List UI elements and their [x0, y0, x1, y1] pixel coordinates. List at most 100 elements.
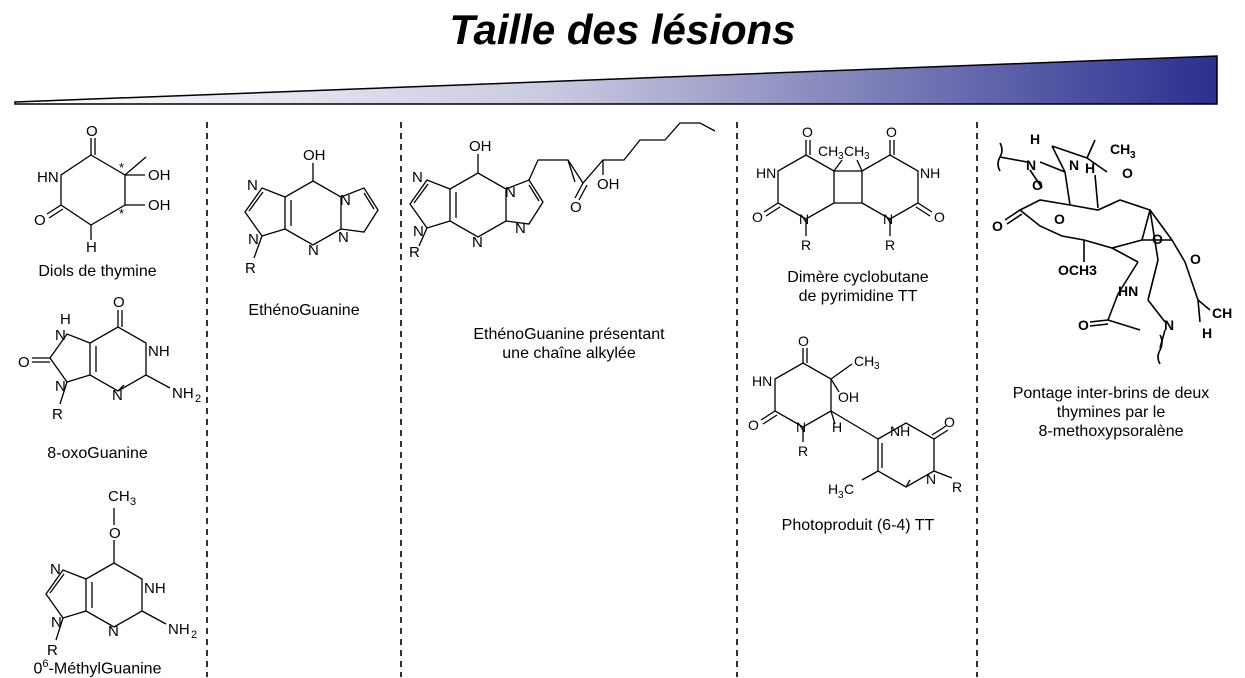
- svg-text:N: N: [248, 231, 259, 248]
- atoms-ethenoguanine: OH N N N N N R: [245, 147, 351, 277]
- svg-text:O: O: [1190, 251, 1201, 267]
- svg-text:2: 2: [195, 393, 201, 405]
- svg-text:H: H: [86, 239, 97, 256]
- svg-text:OH: OH: [838, 389, 859, 405]
- svg-text:H: H: [828, 481, 838, 497]
- svg-text:O: O: [1122, 165, 1133, 181]
- atoms-o6-methylguanine: CH 3 O N NH N N NH 2 R: [47, 488, 197, 659]
- label-thymine-diol: Diols de thymine: [38, 263, 157, 280]
- svg-text:O: O: [1078, 317, 1089, 333]
- column-dividers: [206, 122, 978, 677]
- atoms-psoralen-crosslink: H CH 3 N O O N H O O O O OCH3 HN O N CH …: [992, 131, 1232, 341]
- svg-text:N: N: [108, 623, 119, 640]
- svg-text:R: R: [798, 443, 808, 459]
- label-ethenoguanine: EthénoGuanine: [248, 302, 360, 319]
- svg-text:N: N: [338, 229, 349, 246]
- label-8-oxoguanine: 8-oxoGuanine: [47, 445, 148, 462]
- svg-text:N: N: [1026, 157, 1036, 173]
- svg-text:3: 3: [1130, 150, 1136, 161]
- svg-text:N: N: [340, 192, 351, 209]
- svg-text:3: 3: [864, 151, 870, 162]
- svg-text:O: O: [109, 525, 121, 542]
- svg-text:NH: NH: [168, 621, 190, 638]
- svg-text:H: H: [60, 311, 71, 328]
- svg-text:R: R: [409, 244, 420, 261]
- svg-text:O: O: [992, 218, 1003, 234]
- svg-text:O: O: [944, 414, 955, 430]
- svg-text:C: C: [844, 481, 854, 497]
- svg-text:CH: CH: [818, 143, 838, 159]
- svg-text:N: N: [413, 223, 424, 240]
- svg-text:3: 3: [874, 361, 880, 372]
- svg-text:N: N: [472, 234, 483, 251]
- svg-text:NH: NH: [172, 385, 194, 402]
- svg-text:H: H: [1030, 131, 1040, 147]
- atoms-cyclobutane-dimer: O O CH 3 CH 3 HN NH O O N N R R: [752, 124, 945, 253]
- svg-text:R: R: [801, 237, 811, 253]
- svg-text:O: O: [570, 199, 582, 216]
- atoms-8-oxoguanine: O H N O NH N N NH 2 R: [18, 294, 201, 423]
- svg-text:OH: OH: [597, 176, 620, 193]
- svg-text:OH: OH: [303, 147, 326, 164]
- svg-text:CH: CH: [1110, 141, 1130, 157]
- svg-text:R: R: [245, 260, 256, 277]
- svg-text:2: 2: [191, 629, 197, 641]
- label-cyclobutane-dimer: Dimère cyclobutane de pyrimidine TT: [787, 269, 929, 305]
- svg-text:N: N: [51, 614, 62, 631]
- svg-text:O: O: [752, 209, 763, 225]
- svg-text:N: N: [883, 211, 893, 227]
- svg-text:O: O: [798, 333, 809, 349]
- svg-text:CH: CH: [1212, 305, 1232, 321]
- svg-text:N: N: [796, 419, 806, 435]
- svg-text:O: O: [748, 417, 759, 433]
- svg-text:O: O: [1054, 211, 1065, 227]
- svg-text:3: 3: [838, 490, 844, 501]
- svg-text:HN: HN: [756, 165, 776, 181]
- svg-text:NH: NH: [920, 165, 940, 181]
- svg-text:N: N: [505, 184, 516, 201]
- structure-cyclobutane-dimer: [763, 140, 933, 236]
- svg-text:HN: HN: [752, 373, 772, 389]
- svg-text:N: N: [1069, 157, 1079, 173]
- structure-ethenoguanine: [244, 163, 379, 259]
- svg-text:*: *: [119, 160, 124, 175]
- svg-text:O: O: [802, 124, 813, 140]
- svg-text:N: N: [247, 177, 258, 194]
- structure-alkyl-ethenoguanine: [409, 122, 716, 247]
- structure-6-4-photoproduct: [760, 348, 953, 488]
- svg-text:H: H: [1085, 160, 1095, 176]
- svg-text:O: O: [886, 124, 897, 140]
- svg-text:N: N: [55, 327, 66, 344]
- svg-text:O: O: [86, 123, 98, 140]
- atoms-6-4-photoproduct: O CH 3 HN OH O N H R NH O N R H 3 C: [748, 333, 962, 501]
- svg-text:O: O: [1152, 231, 1163, 247]
- svg-text:R: R: [885, 237, 895, 253]
- svg-text:CH: CH: [854, 353, 874, 369]
- svg-text:*: *: [119, 206, 124, 221]
- svg-text:R: R: [52, 406, 63, 423]
- svg-text:N: N: [412, 169, 423, 186]
- atoms-thymine-diol: O HN OH OH O H * *: [34, 123, 171, 256]
- svg-text:OH: OH: [469, 138, 492, 155]
- svg-text:NH: NH: [890, 423, 910, 439]
- structure-o6-methylguanine: [45, 508, 167, 641]
- svg-text:NH: NH: [148, 343, 170, 360]
- svg-text:OCH3: OCH3: [1058, 262, 1097, 278]
- svg-text:CH: CH: [108, 488, 130, 505]
- structure-thymine-diol: [46, 138, 147, 240]
- svg-text:O: O: [18, 354, 30, 371]
- label-6-4-photoproduct: Photoproduit (6-4) TT: [781, 517, 935, 534]
- label-psoralen-crosslink: Pontage inter-brins de deux thymines par…: [1012, 385, 1210, 440]
- svg-text:HN: HN: [37, 169, 59, 186]
- svg-text:N: N: [112, 387, 123, 404]
- svg-text:O: O: [34, 212, 46, 229]
- svg-text:CH: CH: [844, 143, 864, 159]
- svg-text:N: N: [308, 242, 319, 259]
- svg-text:O: O: [1032, 177, 1043, 193]
- svg-text:N: N: [799, 211, 809, 227]
- svg-text:R: R: [952, 479, 962, 495]
- svg-text:N: N: [55, 378, 66, 395]
- svg-text:N: N: [926, 471, 936, 487]
- svg-text:O: O: [113, 294, 125, 311]
- svg-text:OH: OH: [148, 197, 171, 214]
